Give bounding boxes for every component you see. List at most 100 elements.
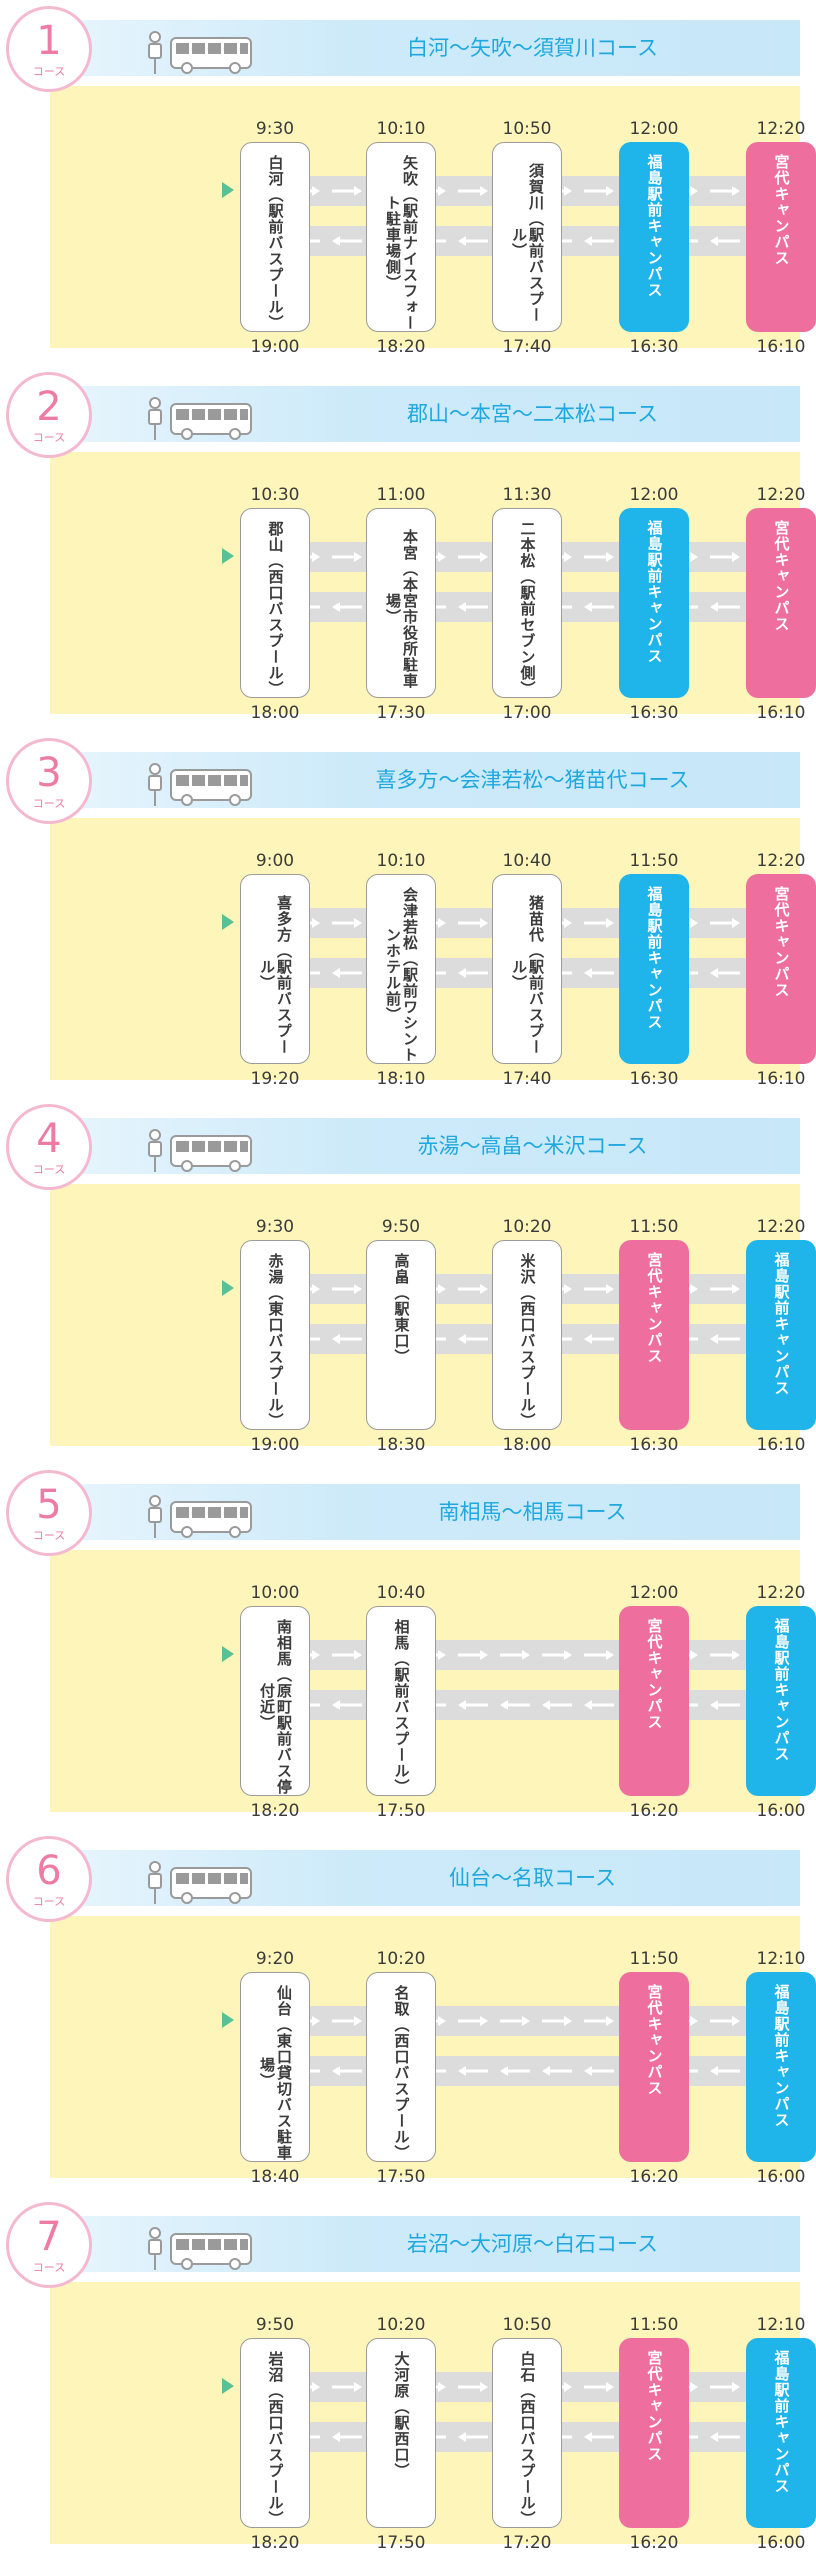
outbound-road [240,2006,816,2036]
departure-time: 10:10 [376,119,426,139]
stop-name: 須賀川（駅前バスプール） [510,163,545,323]
stop-name: 高畠（駅東口） [392,1253,411,1365]
stop-name-box: 福島駅前キャンパス [619,508,689,698]
stop-name: 白河（駅前バスプール） [266,155,285,331]
return-time: 16:10 [756,703,806,723]
stop-name: 宮代キャンパス [772,886,791,998]
stop-card: 11:50 宮代キャンパス 16:20 [619,2312,689,2558]
departure-time: 12:10 [756,1949,806,1969]
stop-name-box: 猪苗代（駅前バスプール） [492,874,562,1064]
stop-name: 赤湯（東口バスプール） [266,1253,285,1429]
stop-name-box: 福島駅前キャンパス [746,1240,816,1430]
stop-name-box: 宮代キャンパス [619,2338,689,2528]
stop-name: 宮代キャンパス [645,2350,664,2462]
course-label: コース [32,797,66,810]
course-title: 郡山～本宮～二本松コース [407,402,658,426]
departure-time: 11:50 [629,2315,679,2335]
outbound-start-arrow-icon [222,182,234,198]
stop-name: 宮代キャンパス [772,520,791,632]
return-time: 16:10 [756,1069,806,1089]
outbound-start-arrow-icon [222,914,234,930]
return-time: 18:30 [376,1435,426,1455]
stop-name: 二本松（駅前セブン側） [518,521,537,697]
return-time: 17:50 [376,2533,426,2553]
course-number: 6 [36,1848,62,1894]
stop-name: 仙台（東口貸切バス駐車場） [258,1985,293,2161]
course-label: コース [32,431,66,444]
stop-name-box: 本宮（本宮市役所駐車場） [366,508,436,698]
stop-name: 福島駅前キャンパス [772,2350,791,2494]
return-time: 16:00 [756,2533,806,2553]
stop-name: 矢吹（駅前ナイスフォート駐車場側） [384,155,419,331]
stop-name: 大河原（駅西口） [392,2351,411,2479]
course-number: 3 [36,750,62,796]
stop-name-box: 宮代キャンパス [619,1606,689,1796]
return-time: 17:00 [502,703,552,723]
departure-time: 10:40 [502,851,552,871]
course-title-bar: 南相馬～相馬コース [55,1484,800,1540]
return-time: 19:00 [250,337,300,357]
departure-time: 9:30 [255,1217,295,1237]
stop-name-box: 二本松（駅前セブン側） [492,508,562,698]
course-number: 5 [36,1482,62,1528]
stop-name: 会津若松（駅前ワシントンホテル前） [384,887,419,1063]
departure-time: 10:10 [376,851,426,871]
bus-stop-icon [145,30,255,76]
stop-name-box: 岩沼（西口バスプール） [240,2338,310,2528]
stop-name-box: 福島駅前キャンパス [746,1606,816,1796]
bus-stop-icon [145,1494,255,1540]
return-time: 18:20 [376,337,426,357]
return-time: 19:20 [250,1069,300,1089]
stop-name-box: 南相馬（原町駅前バス停付近） [240,1606,310,1796]
return-time: 16:30 [629,703,679,723]
course-label: コース [32,1529,66,1542]
stop-card: 12:00 福島駅前キャンパス 16:30 [619,482,689,728]
stop-name-box: 福島駅前キャンパス [746,2338,816,2528]
departure-time: 11:00 [376,485,426,505]
return-road [240,1690,816,1720]
departure-time: 11:50 [629,851,679,871]
outbound-road [240,1640,816,1670]
bus-stop-icon [145,762,255,808]
course-title-bar: 喜多方～会津若松～猪苗代コース [55,752,800,808]
departure-time: 10:20 [502,1217,552,1237]
stop-name-box: 白石（西口バスプール） [492,2338,562,2528]
course-title-bar: 仙台～名取コース [55,1850,800,1906]
departure-time: 12:00 [629,485,679,505]
bus-stop-icon [145,1860,255,1906]
stop-name: 福島駅前キャンパス [772,1618,791,1762]
course-label: コース [32,1163,66,1176]
bus-stop-icon [145,1128,255,1174]
stop-name-box: 福島駅前キャンパス [619,142,689,332]
stop-name-box: 相馬（駅前バスプール） [366,1606,436,1796]
stop-name: 宮代キャンパス [645,1252,664,1364]
stop-name: 福島駅前キャンパス [645,154,664,298]
return-time: 17:40 [502,337,552,357]
return-time: 16:20 [629,2533,679,2553]
outbound-start-arrow-icon [222,2012,234,2028]
stop-name-box: 会津若松（駅前ワシントンホテル前） [366,874,436,1064]
return-time: 16:00 [756,2167,806,2187]
departure-time: 12:20 [756,119,806,139]
return-time: 16:00 [756,1801,806,1821]
